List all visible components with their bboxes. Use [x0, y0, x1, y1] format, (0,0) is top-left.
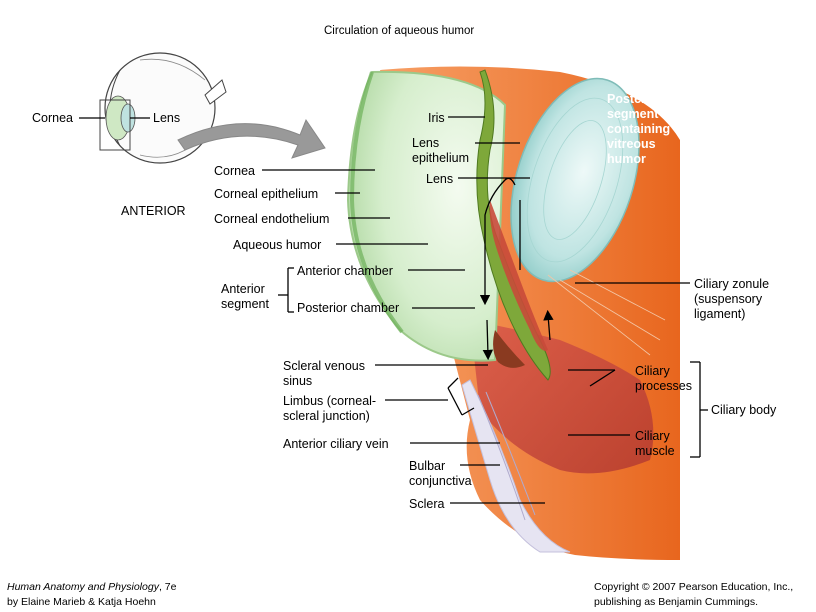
leader-lines: [262, 116, 708, 504]
book-edition: , 7e: [158, 581, 177, 593]
label-corneal-epithelium: Corneal epithelium: [214, 187, 319, 201]
label-posterior-segment: Posterior segment containing vitreous hu…: [607, 92, 671, 166]
label-lens: Lens: [426, 172, 454, 186]
label-bulbar-conjunctiva: Bulbar conjunctiva: [409, 459, 472, 488]
inset-cornea-label: Cornea: [32, 111, 73, 125]
book-title: Human Anatomy and Physiology: [7, 581, 159, 593]
magnify-arrow: [177, 118, 326, 159]
label-limbus: Limbus (corneal- scleral junction): [283, 394, 377, 423]
label-lens-epithelium: Lens epithelium: [412, 136, 469, 165]
inset-anterior-label: ANTERIOR: [121, 204, 186, 218]
label-anterior-ciliary-vein: Anterior ciliary vein: [283, 437, 389, 451]
inset-lens-label: Lens: [153, 111, 181, 125]
footer-authors: by Elaine Marieb & Katja Hoehn: [7, 596, 156, 608]
label-ciliary-muscle: Ciliary muscle: [635, 429, 675, 458]
flow-arrows: [479, 177, 554, 361]
footer-copyright: Copyright © 2007 Pearson Education, Inc.…: [594, 581, 794, 593]
label-ciliary-zonule: Ciliary zonule (suspensory ligament): [694, 277, 770, 321]
label-scleral-venous-sinus: Scleral venous sinus: [283, 359, 365, 388]
label-corneal-endothelium: Corneal endothelium: [214, 212, 330, 226]
label-ciliary-body: Ciliary body: [711, 403, 777, 417]
zonule-fibers: [547, 269, 666, 356]
label-cornea: Cornea: [214, 164, 255, 178]
label-anterior-segment: Anterior segment: [221, 282, 269, 311]
label-posterior-chamber: Posterior chamber: [297, 301, 400, 315]
inset-eye: [99, 52, 227, 164]
label-aqueous-humor: Aqueous humor: [233, 238, 322, 252]
label-ciliary-processes: Ciliary processes: [635, 364, 692, 393]
figure-title: Circulation of aqueous humor: [324, 25, 475, 37]
footer-publisher: publishing as Benjamin Cummings.: [594, 596, 758, 608]
lens-tissue: [510, 77, 640, 283]
label-sclera: Sclera: [409, 497, 445, 511]
label-iris: Iris: [428, 111, 445, 125]
footer-book: Human Anatomy and Physiology, 7e: [7, 580, 176, 594]
label-anterior-chamber: Anterior chamber: [297, 264, 393, 278]
